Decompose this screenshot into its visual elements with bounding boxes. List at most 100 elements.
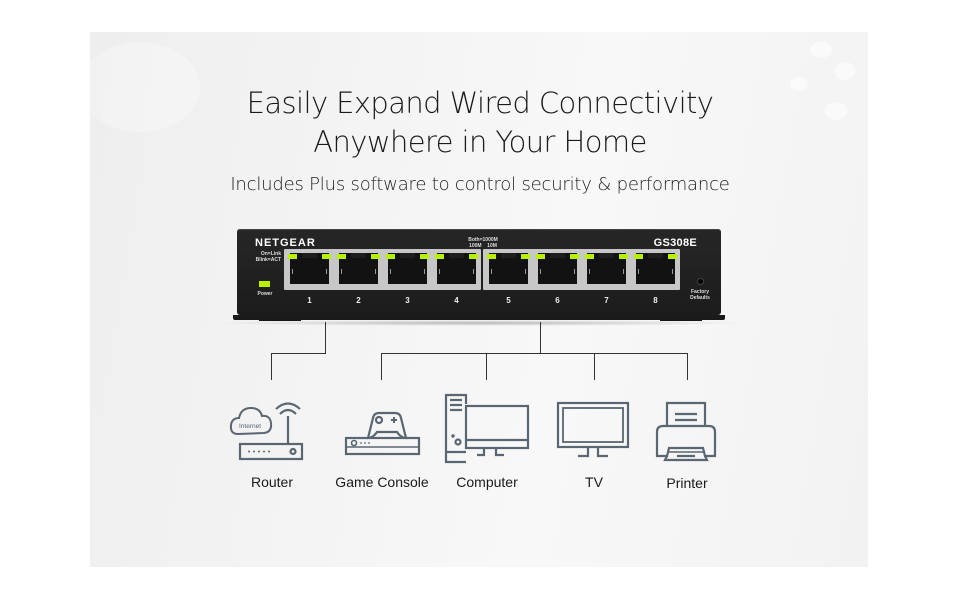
wire-console-drop (381, 353, 382, 380)
device-label-computer: Computer (456, 474, 518, 490)
wire-printer-drop (687, 353, 688, 380)
svg-text:Internet: Internet (239, 423, 261, 430)
ethernet-port-2[interactable] (335, 250, 382, 290)
port-pin (525, 269, 526, 274)
port-pin (390, 269, 391, 274)
device-label-router: Router (250, 474, 294, 490)
wire-router-drop (271, 353, 272, 380)
speed-led (570, 254, 579, 259)
game-console-icon (344, 411, 421, 456)
switch-base (233, 315, 725, 320)
link-led (634, 254, 643, 259)
link-led (435, 254, 444, 259)
port-pin (491, 269, 492, 274)
port-clip (449, 253, 464, 258)
factory-reset-button[interactable] (697, 278, 704, 285)
power-led (259, 281, 270, 287)
speed-led (668, 254, 677, 259)
speed-legend-split: 100M 10M (469, 243, 497, 249)
model-number: GS308E (653, 237, 697, 249)
port-number-8: 8 (653, 296, 658, 305)
device-label-game-console: Game Console (335, 474, 429, 490)
wire-tv-drop (594, 353, 595, 380)
factory-label-line2: Defaults (690, 295, 710, 301)
port-pin (439, 269, 440, 274)
port-clip (400, 253, 415, 258)
device-label-printer: Printer (666, 475, 708, 491)
speed-legend-both: Both=1000M (468, 237, 498, 243)
link-led (536, 254, 545, 259)
network-switch: NETGEAR GS308E On=Link Blink=ACT Both=10… (237, 229, 721, 315)
tv-icon (556, 401, 630, 458)
subtitle: Includes Plus software to control securi… (230, 174, 730, 195)
speed-led (619, 254, 628, 259)
port-pin (341, 269, 342, 274)
speed-led (521, 254, 530, 259)
port-number-1: 1 (307, 296, 312, 305)
speed-led (469, 254, 478, 259)
link-legend-on: On=Link (260, 251, 281, 257)
port-clip (648, 253, 663, 258)
ethernet-port-1[interactable] (286, 250, 333, 290)
device-tv (556, 400, 632, 466)
link-led (585, 254, 594, 259)
router-icon: Internet (229, 402, 304, 461)
factory-defaults-label: Factory Defaults (683, 289, 717, 301)
port-pin (540, 269, 541, 274)
ethernet-port-7[interactable] (583, 250, 630, 290)
port-number-2: 2 (356, 296, 361, 305)
ethernet-port-5[interactable] (485, 250, 532, 290)
port-number-5: 5 (506, 296, 511, 305)
switch-shadow (210, 320, 750, 326)
port-clip (599, 253, 614, 258)
link-led (487, 254, 496, 259)
port-clip (302, 253, 317, 258)
headline-line-2: Anywhere in Your Home (313, 125, 647, 159)
link-led (386, 254, 395, 259)
port-number-6: 6 (555, 296, 560, 305)
wire-port5-down (540, 322, 541, 353)
wire-bus-horizontal (381, 353, 688, 354)
port-clip (501, 253, 516, 258)
ethernet-port-4[interactable] (433, 250, 480, 290)
port-pin (638, 269, 639, 274)
wire-computer-drop (486, 353, 487, 380)
device-router: Internet (228, 392, 308, 464)
port-pin (589, 269, 590, 274)
port-pin (326, 269, 327, 274)
link-led (337, 254, 346, 259)
port-clip (550, 253, 565, 258)
port-pin (424, 269, 425, 274)
ethernet-port-8[interactable] (632, 250, 679, 290)
printer-icon (655, 401, 717, 462)
speed-led (371, 254, 380, 259)
speed-led (420, 254, 429, 259)
link-legend-blink: Blink=ACT (255, 257, 281, 263)
speed-led (322, 254, 331, 259)
port-pin (672, 269, 673, 274)
computer-icon (444, 393, 530, 464)
port-clip (351, 253, 366, 258)
headline-line-1: Easily Expand Wired Connectivity (246, 86, 714, 120)
port-pin (473, 269, 474, 274)
device-computer (444, 392, 534, 464)
factory-label-line1: Factory (690, 289, 710, 295)
device-printer (655, 400, 721, 464)
port-number-3: 3 (405, 296, 410, 305)
ethernet-port-6[interactable] (534, 250, 581, 290)
speed-legend: Both=1000M 100M 10M (461, 237, 505, 249)
ethernet-port-3[interactable] (384, 250, 431, 290)
port-pin (292, 269, 293, 274)
link-led (288, 254, 297, 259)
device-game-console (343, 392, 423, 464)
brand-logo: NETGEAR (255, 237, 316, 249)
link-legend: On=Link Blink=ACT (255, 251, 281, 263)
port-number-4: 4 (454, 296, 459, 305)
power-label: Power (257, 291, 273, 297)
port-pin (574, 269, 575, 274)
port-pin (375, 269, 376, 274)
device-label-tv: TV (585, 474, 603, 490)
wire-port1-down (325, 322, 326, 353)
port-number-7: 7 (604, 296, 609, 305)
wire-router-horizontal (271, 353, 326, 354)
